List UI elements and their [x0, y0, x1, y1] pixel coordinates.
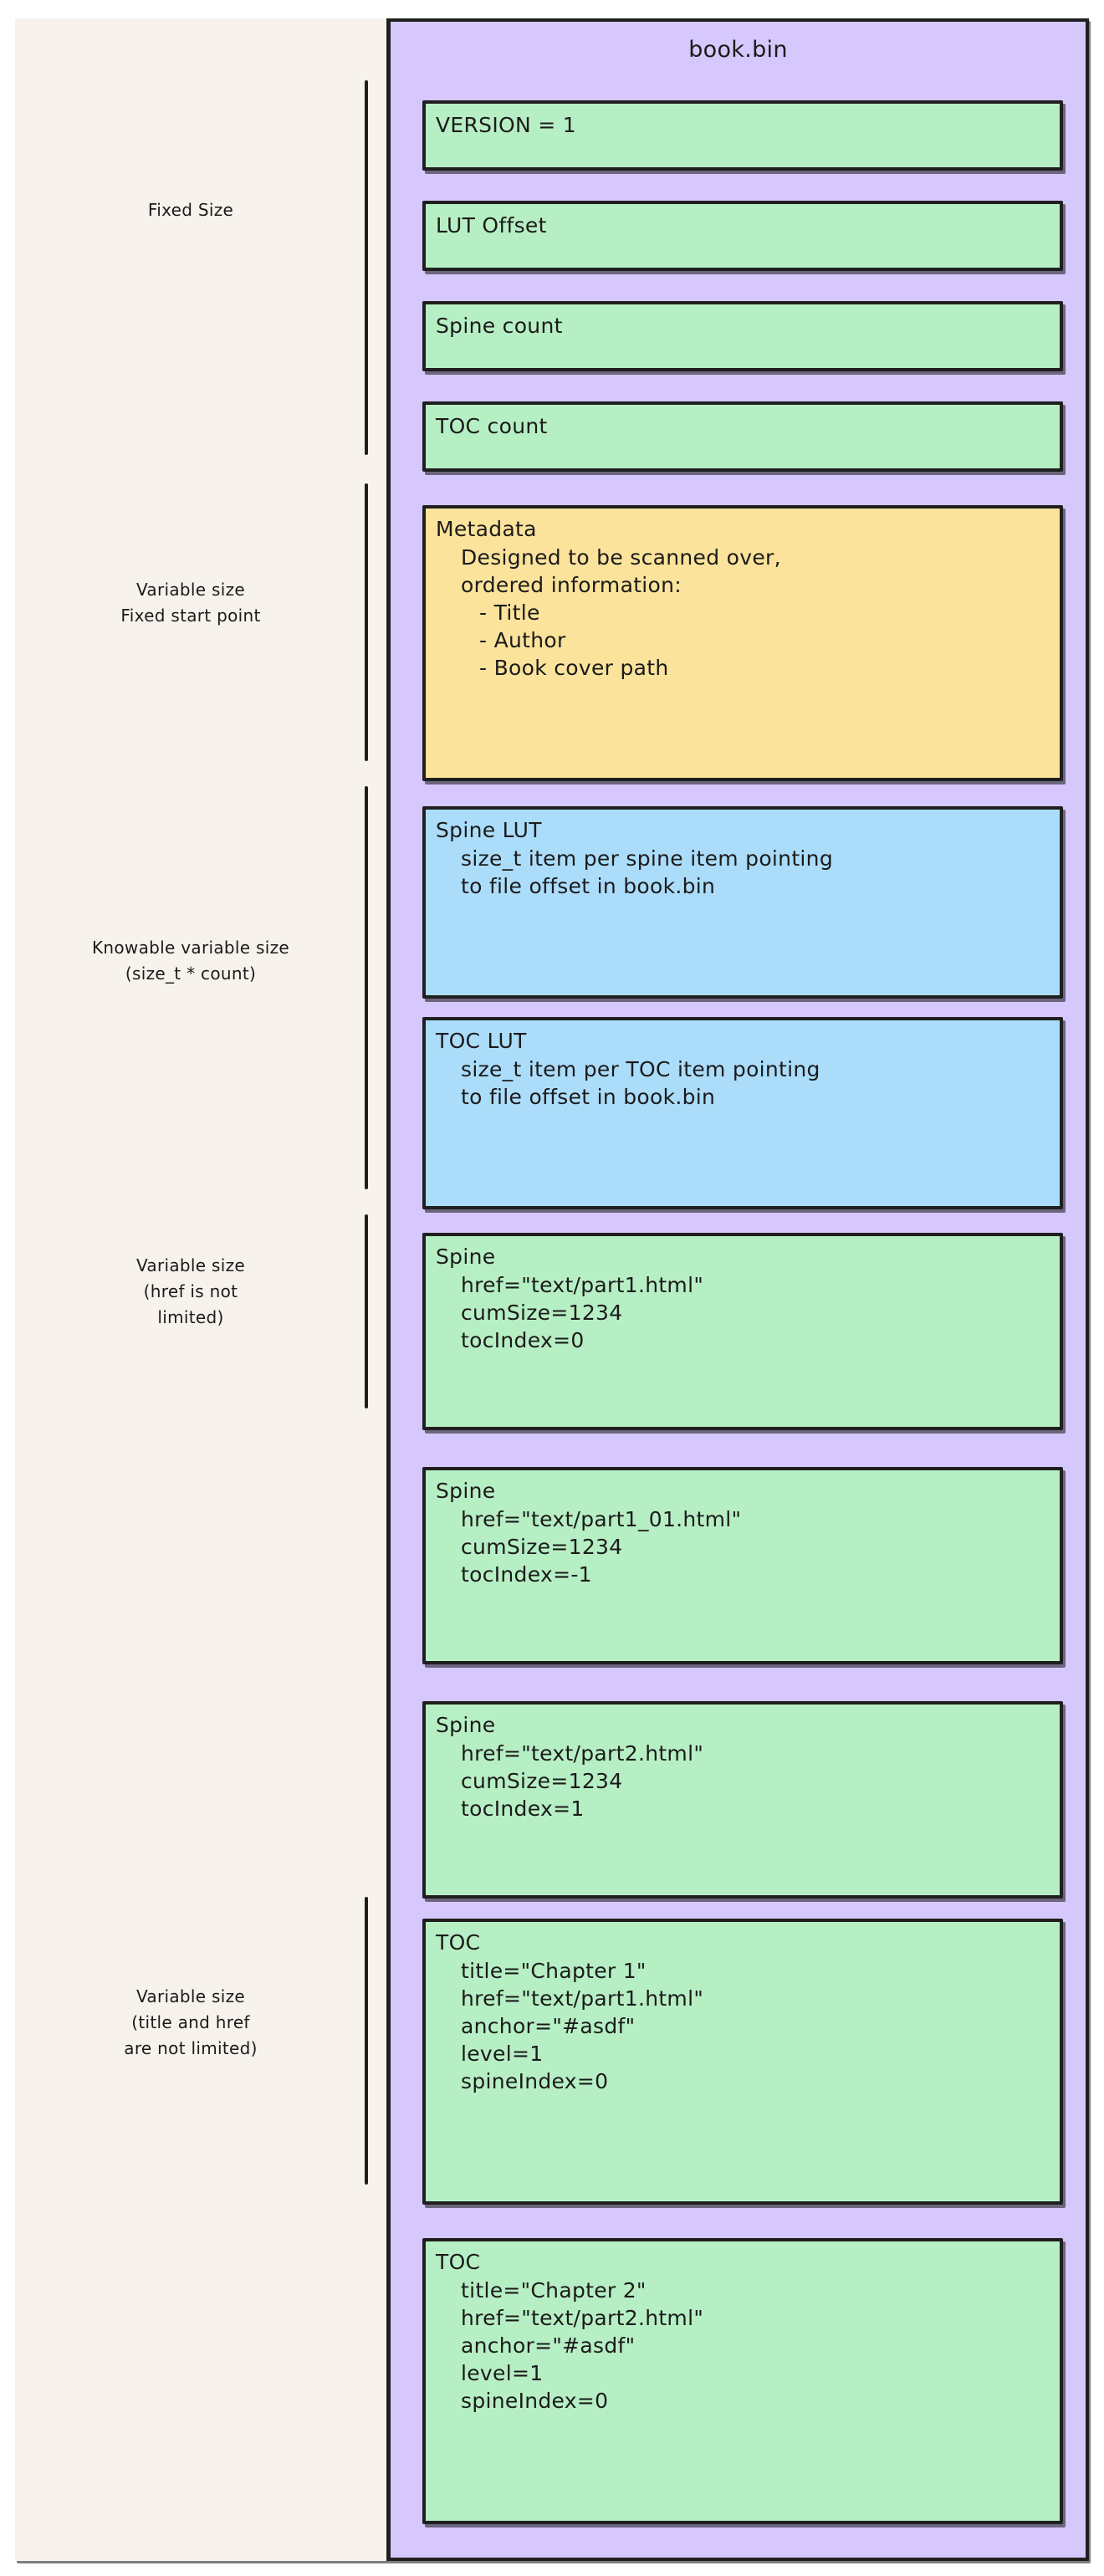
block-spine-9: Spine href="text/part2.html"cumSize=1234 t…: [422, 1701, 1063, 1899]
block-title: Spine: [436, 1713, 496, 1737]
block-line: tocIndex=0: [461, 1327, 585, 1352]
block-line: - Author: [479, 627, 566, 652]
section-label: Knowable variable size (size_t * count): [92, 938, 289, 984]
block-spine-8: Spine href="text/part1_01.html" cumSize=12…: [422, 1467, 1063, 1664]
file-title: book.bin: [688, 37, 788, 63]
block-line: spineIndex=0: [461, 2068, 609, 2093]
block-title: TOC: [436, 1930, 481, 1955]
section-bracket: [365, 483, 368, 761]
block-line: to file offset in book.bin: [461, 873, 716, 898]
block-version-1-0: VERSION = 1: [422, 100, 1063, 171]
block-lines: size_t item per TOC item pointing to file…: [426, 1054, 1060, 1111]
block-title: Spine LUT: [436, 818, 542, 842]
block-title: TOC: [436, 2250, 481, 2274]
block-spine-count-2: Spine count: [422, 301, 1063, 371]
block-lines: href="text/part2.html"cumSize=1234 tocInd…: [426, 1738, 1060, 1822]
block-toc-10: TOC title="Chapter 1" href="text/part1.htm…: [422, 1919, 1063, 2205]
section-label: Variable size Fixed start point: [120, 580, 261, 626]
block-line: title="Chapter 1": [461, 1958, 647, 1983]
block-line: cumSize=1234: [461, 1534, 623, 1559]
block-line: anchor="#asdf": [461, 2013, 636, 2038]
block-line: href="text/part1.html": [461, 1986, 704, 2011]
block-line: href="text/part2.html": [461, 1740, 704, 1766]
block-toc-count-3: TOC count: [422, 401, 1063, 472]
block-line: tocIndex=-1: [461, 1561, 592, 1587]
block-line: to file offset in book.bin: [461, 1084, 716, 1109]
section-bracket: [365, 1214, 368, 1408]
block-line: href="text/part2.html": [461, 2305, 704, 2330]
block-lines: title="Chapter 1" href="text/part1.html"a…: [426, 1955, 1060, 2095]
block-title: TOC LUT: [436, 1029, 527, 1053]
block-line: anchor="#asdf": [461, 2333, 636, 2358]
block-line: tocIndex=1: [461, 1796, 585, 1821]
block-line: href="text/part1.html": [461, 1272, 704, 1297]
block-line: size_t item per spine item pointing: [461, 846, 833, 871]
block-line: title="Chapter 2": [461, 2277, 647, 2303]
block-line: - Title: [479, 600, 540, 625]
block-line: spineIndex=0: [461, 2388, 609, 2413]
section-label: Fixed Size: [147, 200, 234, 220]
block-title: Spine: [436, 1479, 496, 1503]
block-line: size_t item per TOC item pointing: [461, 1056, 820, 1081]
block-title: LUT Offset: [436, 213, 547, 238]
block-title: VERSION = 1: [436, 113, 576, 137]
section-bracket: [365, 1897, 368, 2185]
block-lines: Designed to be scanned over,ordered info…: [426, 542, 1060, 682]
block-line: level=1: [461, 2360, 544, 2385]
block-line: href="text/part1_01.html": [461, 1506, 742, 1531]
block-lines: title="Chapter 2"href="text/part2.html" a…: [426, 2275, 1060, 2415]
block-line: cumSize=1234: [461, 1768, 623, 1793]
block-title: Metadata: [436, 517, 537, 541]
block-line: cumSize=1234: [461, 1300, 623, 1325]
block-line: ordered information:: [461, 572, 682, 597]
block-lut-offset-1: LUT Offset: [422, 201, 1063, 271]
section-label: Variable size (title and href are not li…: [124, 1986, 258, 2058]
block-title: Spine count: [436, 314, 563, 338]
block-title: Spine: [436, 1245, 496, 1269]
section-bracket: [365, 80, 368, 455]
block-title: TOC count: [436, 414, 548, 438]
block-line: - Book cover path: [479, 655, 669, 680]
section-bracket: [365, 786, 368, 1189]
section-label: Variable size (href is not limited): [135, 1255, 245, 1327]
block-line: level=1: [461, 2041, 544, 2066]
block-line: Designed to be scanned over,: [461, 544, 781, 570]
